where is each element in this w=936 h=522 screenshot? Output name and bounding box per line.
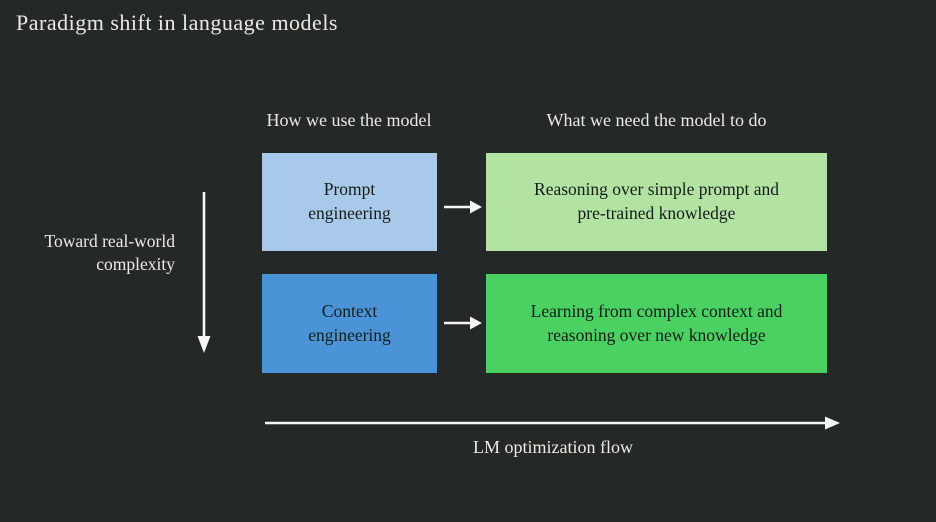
left-axis-label: Toward real-world complexity: [15, 230, 175, 276]
prompt-engineering-box: Prompt engineering: [262, 153, 437, 251]
column-header-how-we-use: How we use the model: [266, 110, 432, 130]
left-axis-line2: complexity: [96, 253, 175, 274]
prompt-engineering-label: Prompt engineering: [308, 179, 391, 223]
right-arrow-icon: [444, 200, 482, 214]
learning-goal-label: Learning from complex context and reason…: [530, 300, 783, 345]
right-arrow-icon: [265, 416, 840, 430]
slide-title: Paradigm shift in language models: [16, 10, 338, 35]
context-engineering-box: Context engineering: [262, 274, 437, 373]
reasoning-goal-box: Reasoning over simple prompt and pre-tra…: [486, 153, 827, 251]
bottom-axis-label: LM optimization flow: [473, 437, 633, 457]
context-engineering-label: Context engineering: [308, 300, 391, 345]
left-axis-line1: Toward real-world: [44, 231, 175, 251]
learning-goal-box: Learning from complex context and reason…: [486, 274, 827, 373]
reasoning-goal-label: Reasoning over simple prompt and pre-tra…: [534, 179, 779, 223]
right-arrow-icon: [444, 316, 482, 330]
down-arrow-icon: [197, 192, 211, 353]
column-header-what-we-need: What we need the model to do: [546, 110, 767, 130]
